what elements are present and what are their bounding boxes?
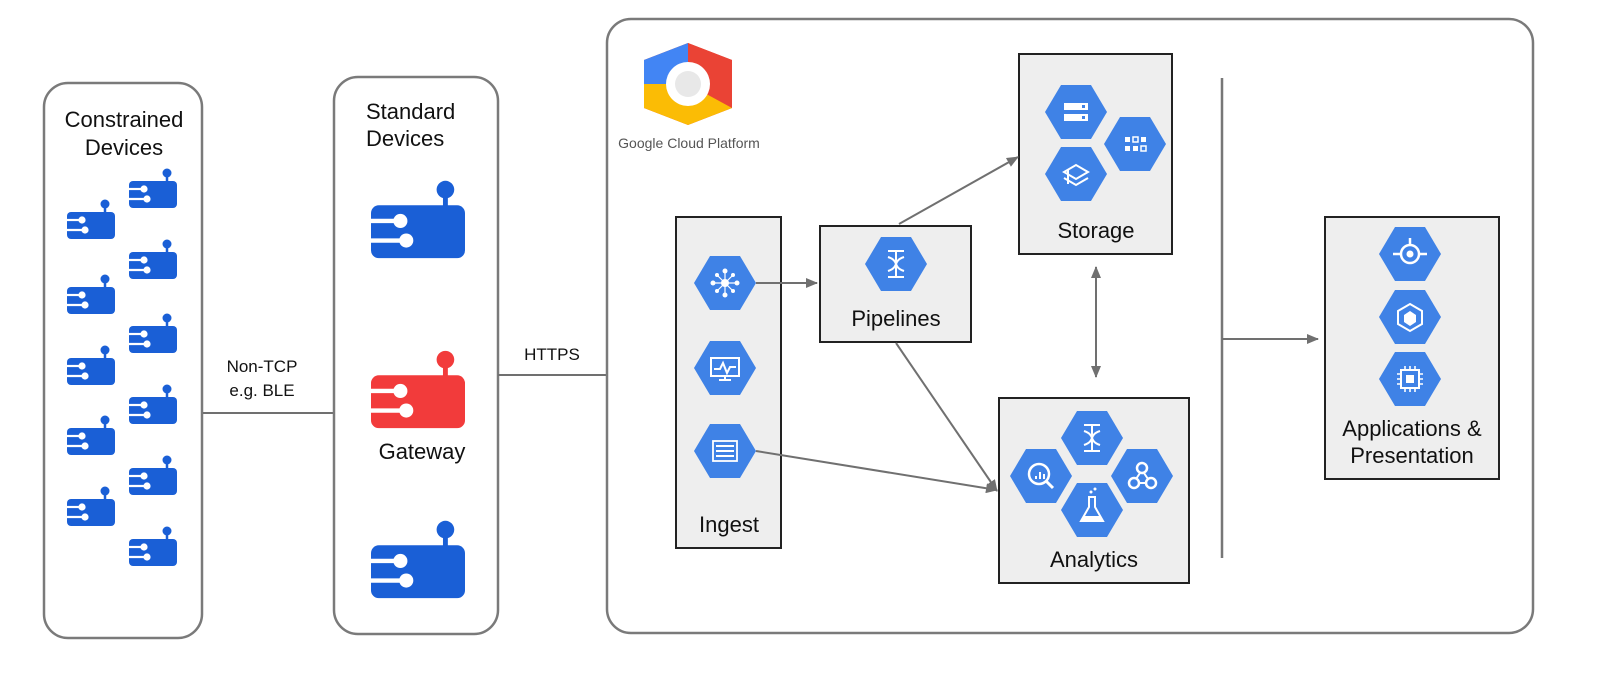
applications-box: Applications & Presentation <box>1324 216 1500 480</box>
cloud-iot-core-icon <box>694 256 756 310</box>
analytics-box: Analytics <box>998 397 1190 584</box>
ingest-label: Ingest <box>699 512 759 537</box>
analytics-label: Analytics <box>1050 547 1138 572</box>
standard-devices-title-line1: Standard <box>366 99 455 124</box>
bigtable-icon <box>1104 117 1166 171</box>
standard-devices-panel: Standard Devices Gateway <box>332 75 500 636</box>
stackdriver-monitoring-icon <box>694 341 756 395</box>
container-engine-icon <box>1379 290 1441 344</box>
standard-devices-title-line2: Devices <box>366 126 444 151</box>
dataproc-icon <box>1111 449 1173 503</box>
gcp-flow-arrows <box>755 156 1319 494</box>
https-label: HTTPS <box>524 345 580 364</box>
gcp-panel: Google Cloud Platform <box>605 17 1535 635</box>
storage-box: Storage <box>1018 53 1173 255</box>
non-tcp-label: Non-TCP <box>227 357 298 376</box>
google-cloud-logo-icon <box>644 43 732 125</box>
pipelines-to-storage-arrow <box>898 156 1019 225</box>
constrained-devices-panel: Constrained Devices <box>42 81 204 640</box>
applications-label-line2: Presentation <box>1350 443 1474 468</box>
non-tcp-connection: Non-TCP e.g. BLE <box>203 357 359 418</box>
ble-label: e.g. BLE <box>229 381 294 400</box>
dataflow-icon <box>1061 411 1123 465</box>
constrained-devices-title-line1: Constrained <box>65 107 184 132</box>
dataflow-icon <box>865 237 927 291</box>
gcp-logo-text: Google Cloud Platform <box>618 135 760 151</box>
pipelines-label: Pipelines <box>851 306 940 331</box>
pubsub-to-analytics-arrow <box>755 450 998 494</box>
cloud-storage-icon <box>1045 85 1107 139</box>
datalab-icon <box>1061 483 1123 537</box>
pipelines-to-analytics-arrow <box>895 342 998 492</box>
gateway-label: Gateway <box>379 439 466 464</box>
pubsub-icon <box>694 424 756 478</box>
bigquery-icon <box>1010 449 1072 503</box>
compute-engine-icon <box>1379 352 1441 406</box>
app-engine-icon <box>1379 227 1441 281</box>
storage-label: Storage <box>1057 218 1134 243</box>
applications-label-line1: Applications & <box>1342 416 1482 441</box>
constrained-devices-title-line2: Devices <box>85 135 163 160</box>
datastore-icon <box>1045 147 1107 201</box>
pipelines-box: Pipelines <box>819 225 972 343</box>
ingest-box: Ingest <box>675 216 782 549</box>
